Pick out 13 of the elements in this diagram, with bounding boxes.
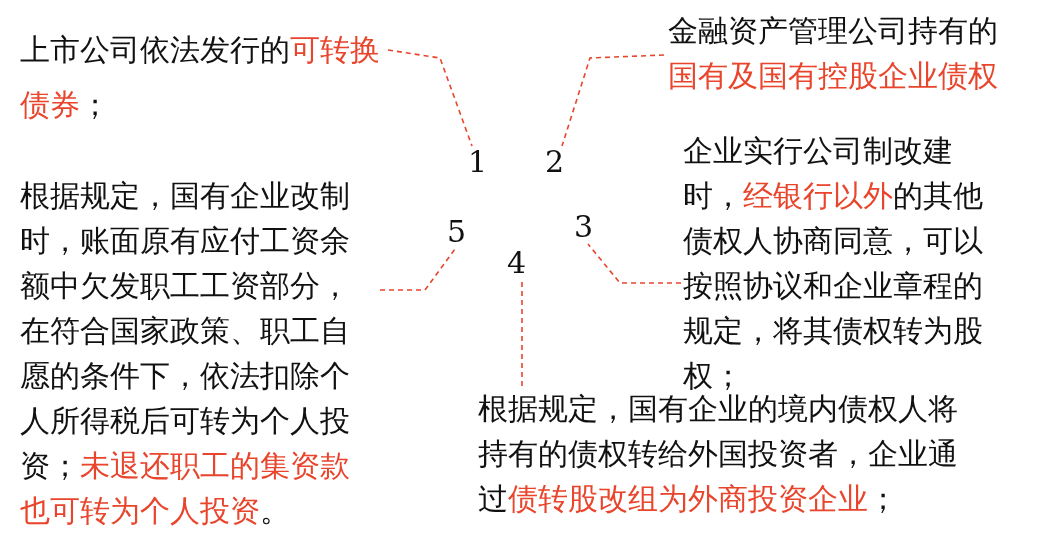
leader-line — [561, 54, 665, 147]
callout-number: 1 — [468, 145, 486, 179]
callout-number: 4 — [507, 246, 525, 280]
description-text: 金融资产管理公司持有的国有及国有控股企业债权 — [668, 12, 999, 95]
description-text: 上市公司依法发行的可转换债券； — [20, 31, 381, 124]
callout-number: 5 — [447, 215, 465, 249]
leader-line — [521, 279, 523, 387]
callout-number: 3 — [574, 210, 592, 244]
leader-line — [387, 49, 473, 147]
description-text: 根据规定，国有企业改制时，账面原有应付工资余额中欠发职工工资部分，在符合国家政策、职工自愿的条件下，依法扣除个人所得税后可转为个人投资；未退还职工的集资款也可转为个人投资。 — [20, 177, 351, 530]
leader-line — [379, 248, 456, 291]
callout-number: 2 — [545, 145, 563, 179]
leader-line — [587, 243, 682, 284]
